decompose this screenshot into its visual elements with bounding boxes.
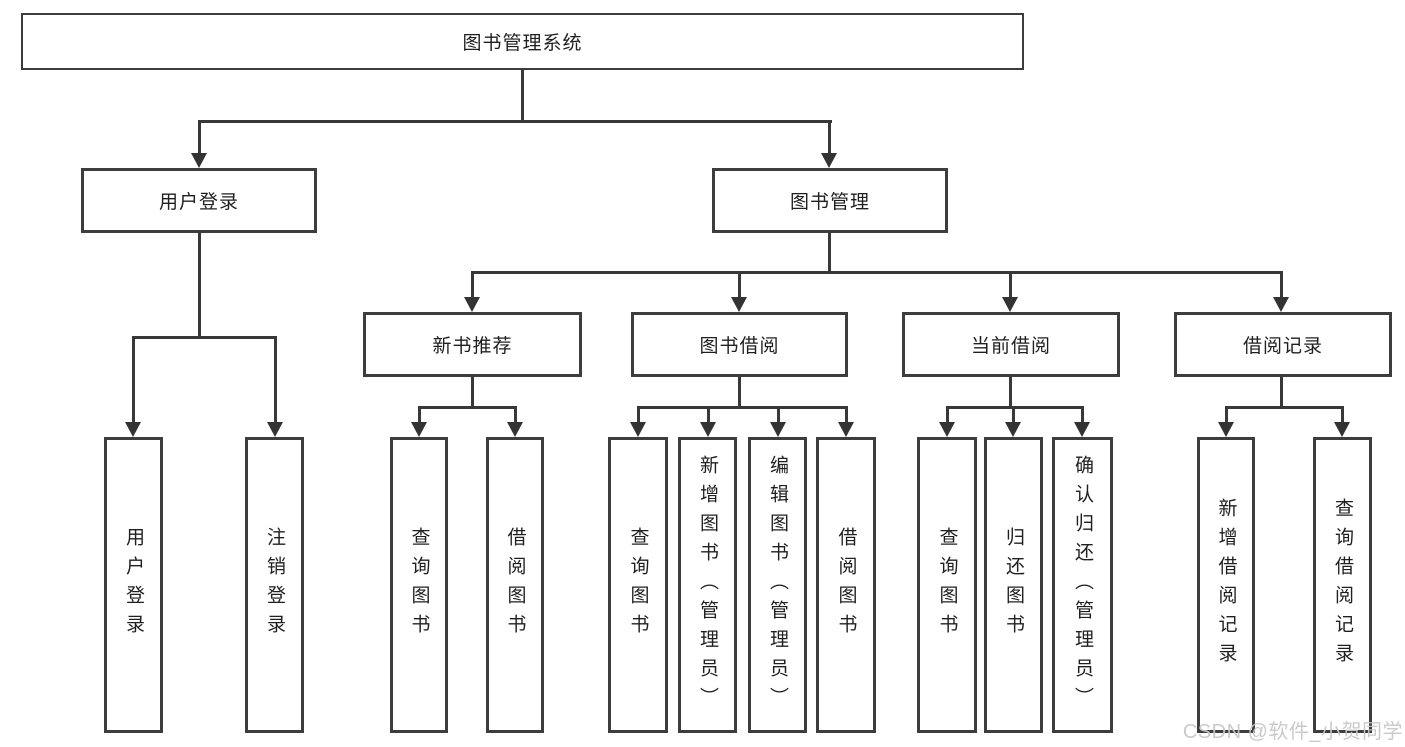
connector-line [946,406,949,424]
node-current-borrow: 当前借阅 [902,312,1120,377]
arrow-down-icon [770,422,786,437]
leaf-add-book-admin: 新增图书（管理员） [678,437,737,733]
connector-line [471,271,474,299]
node-book-management: 图书管理 [712,168,948,233]
node-user-login-label: 用户登录 [158,192,239,213]
leaf-query-borrow-record: 查询借阅记录 [1313,437,1372,733]
leaf-user-login: 用户登录 [104,437,163,733]
connector-line [1225,406,1228,424]
leaf-query-book-recommend: 查询图书 [390,437,448,733]
connector-line [198,233,201,338]
connector-line [1081,406,1084,424]
connector-line [637,406,640,424]
leaf-edit-book-admin: 编辑图书（管理员） [748,437,807,733]
arrow-down-icon [1074,422,1090,437]
arrow-down-icon [821,153,837,168]
leaf-borrow-book-recommend-label: 借阅图书 [504,527,526,643]
node-book-borrow: 图书借阅 [631,312,848,377]
leaf-return-book: 归还图书 [984,437,1043,733]
arrow-down-icon [191,153,207,168]
leaf-query-book-current-label: 查询图书 [936,527,958,643]
leaf-borrow-book-recommend: 借阅图书 [486,437,544,733]
connector-line [707,406,710,424]
connector-line [1225,406,1344,409]
connector-line [1009,271,1012,299]
leaf-borrow-book-label: 借阅图书 [835,527,857,643]
connector-line [198,120,832,123]
connector-line [521,70,524,122]
connector-line [132,336,277,339]
connector-line [418,406,421,424]
arrow-down-icon [1334,422,1350,437]
leaf-confirm-return-admin-label: 确认归还（管理员） [1072,454,1093,716]
connector-line [418,406,517,409]
leaf-query-book-recommend-label: 查询图书 [408,527,430,643]
connector-line [828,233,831,273]
connector-line [1280,377,1283,408]
connector-line [637,406,848,409]
leaf-logout-label: 注销登录 [264,527,285,643]
node-root-label: 图书管理系统 [462,33,583,54]
leaf-query-book-borrow: 查询图书 [608,437,668,733]
leaf-add-borrow-record: 新增借阅记录 [1197,437,1255,733]
arrow-down-icon [1005,422,1021,437]
connector-line [1341,406,1344,424]
connector-line [471,377,474,408]
node-book-management-label: 图书管理 [789,192,870,213]
leaf-user-login-label: 用户登录 [123,527,144,643]
leaf-confirm-return-admin: 确认归还（管理员） [1052,437,1113,733]
leaf-edit-book-admin-label: 编辑图书（管理员） [767,454,788,716]
node-borrow-records: 借阅记录 [1174,312,1392,377]
connector-line [198,120,201,155]
node-book-borrow-label: 图书借阅 [699,336,780,357]
connector-line [514,406,517,424]
arrow-down-icon [507,422,523,437]
arrow-down-icon [838,422,854,437]
node-borrow-records-label: 借阅记录 [1242,336,1323,357]
leaf-add-book-admin-label: 新增图书（管理员） [697,454,718,716]
connector-line [946,406,1084,409]
connector-line [828,120,831,155]
connector-line [1009,377,1012,408]
arrow-down-icon [1273,297,1289,312]
arrow-down-icon [731,297,747,312]
connector-line [777,406,780,424]
connector-line [738,271,741,299]
connector-line [738,377,741,408]
leaf-query-book-current: 查询图书 [917,437,977,733]
connector-line [274,336,277,424]
arrow-down-icon [939,422,955,437]
connector-line [471,271,1282,274]
leaf-query-borrow-record-label: 查询借阅记录 [1332,498,1353,672]
arrow-down-icon [464,297,480,312]
node-new-book-recommend: 新书推荐 [363,312,582,377]
leaf-logout: 注销登录 [245,437,304,733]
leaf-borrow-book: 借阅图书 [816,437,876,733]
connector-line [1280,271,1283,299]
arrow-down-icon [700,422,716,437]
connector-line [1012,406,1015,424]
node-root: 图书管理系统 [21,13,1024,70]
leaf-add-borrow-record-label: 新增借阅记录 [1215,498,1237,672]
arrow-down-icon [267,422,283,437]
arrow-down-icon [1002,297,1018,312]
node-current-borrow-label: 当前借阅 [970,336,1051,357]
leaf-query-book-borrow-label: 查询图书 [627,527,649,643]
connector-line [845,406,848,424]
connector-line [132,336,135,424]
arrow-down-icon [630,422,646,437]
arrow-down-icon [1218,422,1234,437]
arrow-down-icon [411,422,427,437]
csdn-watermark: CSDN @软件_小贺同学 [1182,721,1403,743]
arrow-down-icon [125,422,141,437]
node-user-login: 用户登录 [81,168,317,233]
node-new-book-recommend-label: 新书推荐 [432,336,513,357]
leaf-return-book-label: 归还图书 [1003,527,1024,643]
